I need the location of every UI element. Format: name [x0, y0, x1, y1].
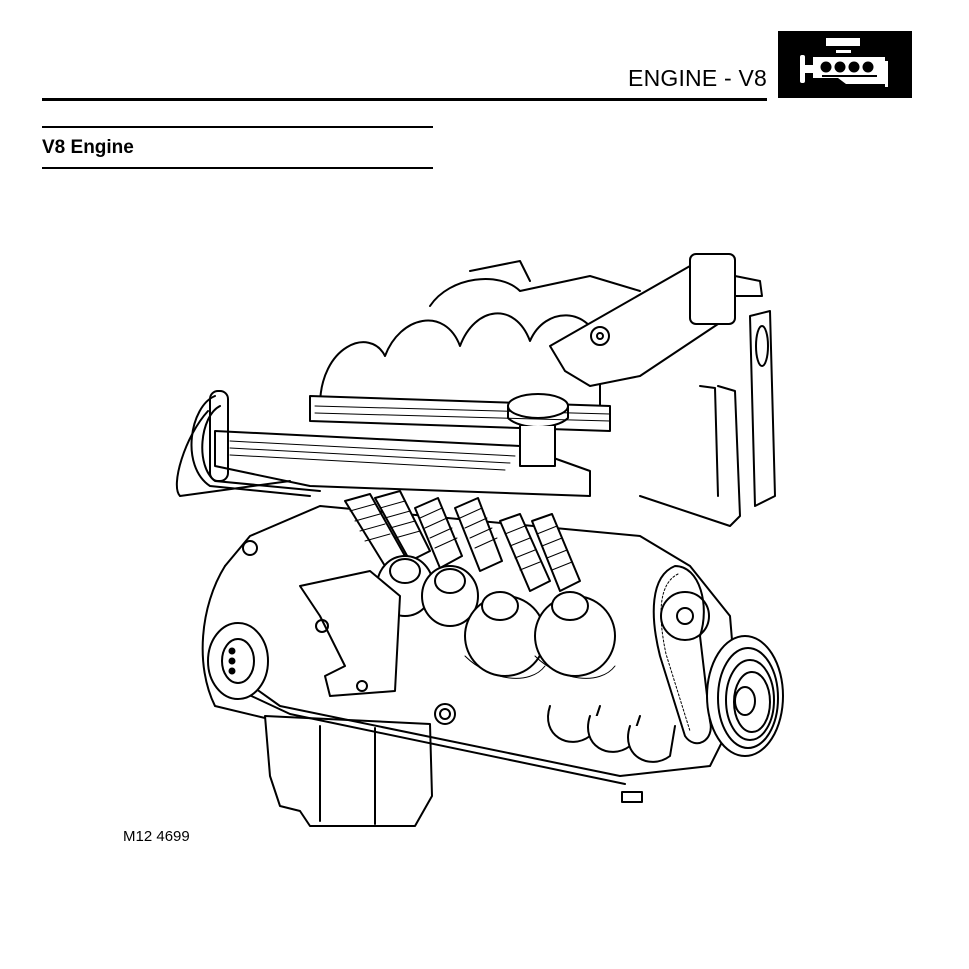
heading-rule-top [42, 126, 433, 128]
page-heading: V8 Engine [42, 137, 134, 158]
section-header-title: ENGINE - V8 [628, 65, 767, 91]
engine-icon [778, 31, 912, 98]
figure-reference-number: M12 4699 [123, 828, 190, 845]
heading-rule-bottom [42, 167, 433, 169]
engine-illustration [170, 236, 790, 836]
header-divider [42, 98, 767, 101]
